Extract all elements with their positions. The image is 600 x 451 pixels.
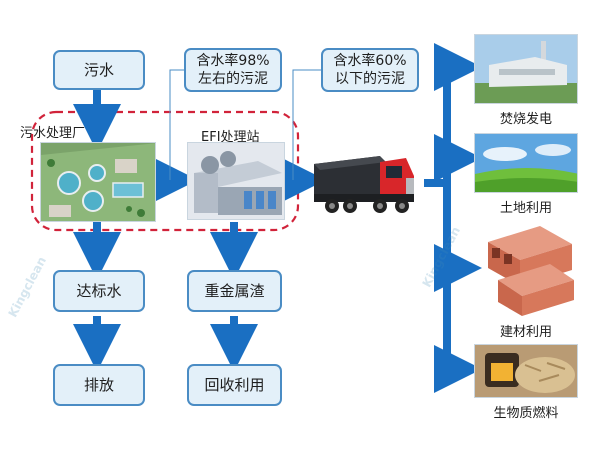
green-field-illustration — [475, 134, 578, 193]
outcome-label-land: 土地利用 — [471, 197, 581, 216]
green-field-photo — [474, 133, 578, 193]
outcome-label-fuel: 生物质燃料 — [471, 402, 581, 421]
sewage-text: 污水 — [84, 61, 114, 79]
recycle-text: 回收利用 — [204, 376, 264, 394]
heavy-metal-box: 重金属渣 — [187, 270, 282, 312]
moisture-60-text: 含水率60% 以下的污泥 — [333, 52, 406, 88]
efi-station-photo — [187, 142, 285, 220]
heavy-metal-text: 重金属渣 — [204, 282, 264, 300]
bricks-illustration — [478, 222, 578, 318]
biomass-fuel-illustration — [475, 345, 578, 398]
wastewater-plant-illustration — [41, 143, 156, 222]
incineration-plant-photo — [474, 34, 578, 104]
outcome-label-incineration: 焚烧发电 — [471, 108, 581, 127]
dump-truck-illustration — [310, 142, 426, 222]
incineration-plant-illustration — [475, 35, 578, 104]
outcome-label-bricks: 建材利用 — [471, 321, 581, 340]
efi-station-illustration — [188, 143, 285, 220]
biomass-fuel-photo — [474, 344, 578, 398]
discharge-box: 排放 — [53, 364, 145, 406]
discharge-text: 排放 — [84, 376, 114, 394]
connector-moisture-98 — [170, 70, 185, 180]
compliant-water-text: 达标水 — [76, 282, 121, 300]
wastewater-plant-photo — [40, 142, 156, 222]
plant-label: 污水处理厂 — [20, 122, 85, 141]
compliant-water-box: 达标水 — [53, 270, 145, 312]
dump-truck-photo — [310, 142, 426, 222]
moisture-98-box: 含水率98% 左右的污泥 — [184, 48, 282, 92]
moisture-98-text: 含水率98% 左右的污泥 — [196, 52, 269, 88]
recycle-box: 回收利用 — [187, 364, 282, 406]
bricks-photo — [478, 222, 578, 318]
sewage-box: 污水 — [53, 50, 145, 90]
moisture-60-box: 含水率60% 以下的污泥 — [321, 48, 419, 92]
